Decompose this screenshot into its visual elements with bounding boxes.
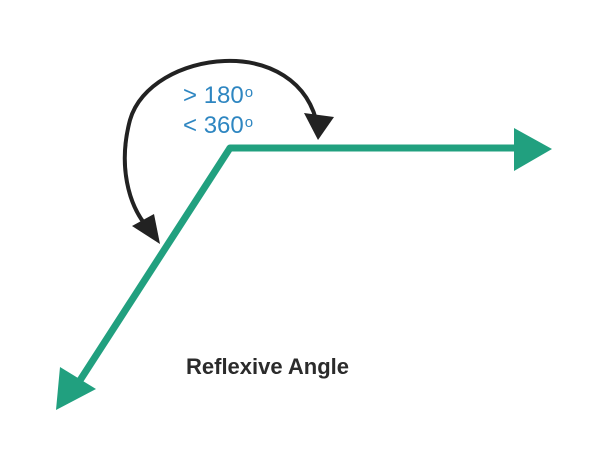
angle-arc [122, 59, 320, 230]
degree-symbol: o [244, 84, 254, 101]
diagram-caption: Reflexive Angle [186, 354, 350, 379]
angle-vertex [226, 144, 234, 152]
angle-lower-bound: > 180o [183, 82, 254, 109]
ray-horizontal-arrowhead [514, 128, 552, 171]
arc-arrowhead-right [304, 113, 334, 140]
ray-diagonal [74, 146, 233, 387]
ray-diagonal-arrowhead [56, 367, 96, 410]
degree-symbol: o [244, 114, 254, 131]
angle-upper-bound: < 360o [183, 112, 254, 139]
arc-arrowhead-left [132, 214, 160, 244]
